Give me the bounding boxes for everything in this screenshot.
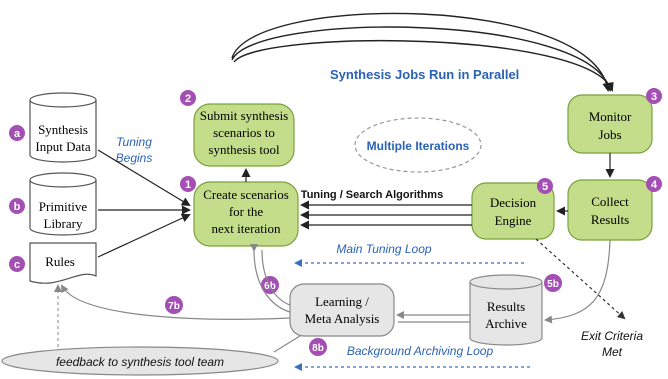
- exit-criteria-line1: Exit Criteria: [581, 329, 643, 343]
- badge-2: 2: [180, 90, 196, 106]
- badge-7b: 7b: [165, 296, 183, 314]
- learning-line2: Meta Analysis: [305, 311, 380, 326]
- archive-learning-link: [396, 311, 470, 323]
- badge-5b: 5b: [544, 274, 562, 292]
- archive-line2: Archive: [485, 316, 527, 331]
- badge-a: a: [9, 125, 25, 141]
- svg-text:5b: 5b: [547, 279, 559, 290]
- svg-text:feedback to synthesis tool tea: feedback to synthesis tool team: [56, 355, 224, 369]
- svg-text:7b: 7b: [168, 301, 180, 312]
- svg-text:3: 3: [651, 91, 657, 103]
- primitive-library-line1: Primitive: [39, 199, 88, 214]
- rules-label: Rules: [45, 254, 75, 269]
- submit-line2: scenarios to: [213, 125, 275, 140]
- learning-to-feedback-line: [273, 335, 301, 353]
- multiple-iterations: Multiple Iterations: [354, 117, 482, 173]
- exit-criteria-line2: Met: [602, 345, 623, 359]
- submit-scenarios-node: Submit synthesis scenarios to synthesis …: [193, 103, 295, 167]
- background-loop-label: Background Archiving Loop: [347, 344, 494, 358]
- submit-line1: Submit synthesis: [200, 108, 289, 123]
- decision-to-create-arrows: [300, 200, 472, 230]
- synthesis-input-line2: Input Data: [35, 139, 90, 154]
- input-arrows: [97, 149, 191, 258]
- tuning-begins-line1: Tuning: [116, 135, 152, 149]
- monitor-line2: Jobs: [598, 127, 621, 142]
- submit-line3: synthesis tool: [208, 142, 280, 157]
- badge-1: 1: [180, 176, 196, 192]
- create-line2: for the: [229, 204, 264, 219]
- svg-text:c: c: [14, 259, 20, 271]
- parallel-jobs-label: Synthesis Jobs Run in Parallel: [330, 67, 519, 82]
- collect-to-archive-arrow: [544, 239, 611, 324]
- svg-text:5: 5: [542, 181, 548, 193]
- badge-8b: 8b: [309, 338, 327, 356]
- create-line1: Create scenarios: [203, 187, 289, 202]
- create-scenarios-node: Create scenarios for the next iteration: [193, 181, 299, 247]
- synthesis-input-data: Synthesis Input Data: [29, 92, 97, 163]
- collect-results-node: Collect Results: [567, 179, 653, 241]
- svg-text:4: 4: [651, 179, 658, 191]
- create-line3: next iteration: [212, 221, 281, 236]
- collect-line1: Collect: [591, 194, 629, 209]
- svg-text:2: 2: [185, 93, 191, 105]
- decision-engine-node: Decision Engine: [471, 182, 555, 240]
- main-tuning-loop-label: Main Tuning Loop: [336, 242, 432, 256]
- primitive-library: Primitive Library: [29, 172, 97, 236]
- badge-c: c: [9, 256, 25, 272]
- svg-text:a: a: [14, 128, 21, 140]
- archive-line1: Results: [487, 299, 525, 314]
- svg-text:1: 1: [185, 179, 191, 191]
- primitive-library-line2: Library: [44, 216, 83, 231]
- learning-to-rules-arrow: [61, 284, 291, 320]
- decision-line1: Decision: [490, 195, 537, 210]
- collect-line2: Results: [591, 212, 629, 227]
- learning-line1: Learning /: [315, 294, 369, 309]
- tuning-begins-line2: Begins: [116, 151, 153, 165]
- decision-line2: Engine: [495, 213, 532, 228]
- badge-5: 5: [537, 178, 553, 194]
- parallel-job-arcs: [231, 12, 614, 92]
- results-archive-node: Results Archive: [469, 274, 543, 346]
- svg-text:Multiple Iterations: Multiple Iterations: [367, 139, 470, 153]
- badge-b: b: [9, 198, 25, 214]
- badge-4: 4: [646, 176, 662, 192]
- synthesis-input-line1: Synthesis: [38, 122, 88, 137]
- create-learning-link: [249, 243, 291, 313]
- monitor-jobs-node: Monitor Jobs: [567, 94, 653, 154]
- badge-3: 3: [646, 88, 662, 104]
- tuning-search-label: Tuning / Search Algorithms: [301, 189, 443, 201]
- monitor-line1: Monitor: [589, 109, 632, 124]
- feedback-node: feedback to synthesis tool team: [1, 346, 279, 376]
- svg-text:8b: 8b: [312, 343, 324, 354]
- exit-criteria-arrow: [535, 238, 626, 320]
- svg-text:b: b: [14, 201, 21, 213]
- learning-meta-analysis-node: Learning / Meta Analysis: [289, 283, 395, 337]
- rules-document: Rules: [29, 242, 97, 284]
